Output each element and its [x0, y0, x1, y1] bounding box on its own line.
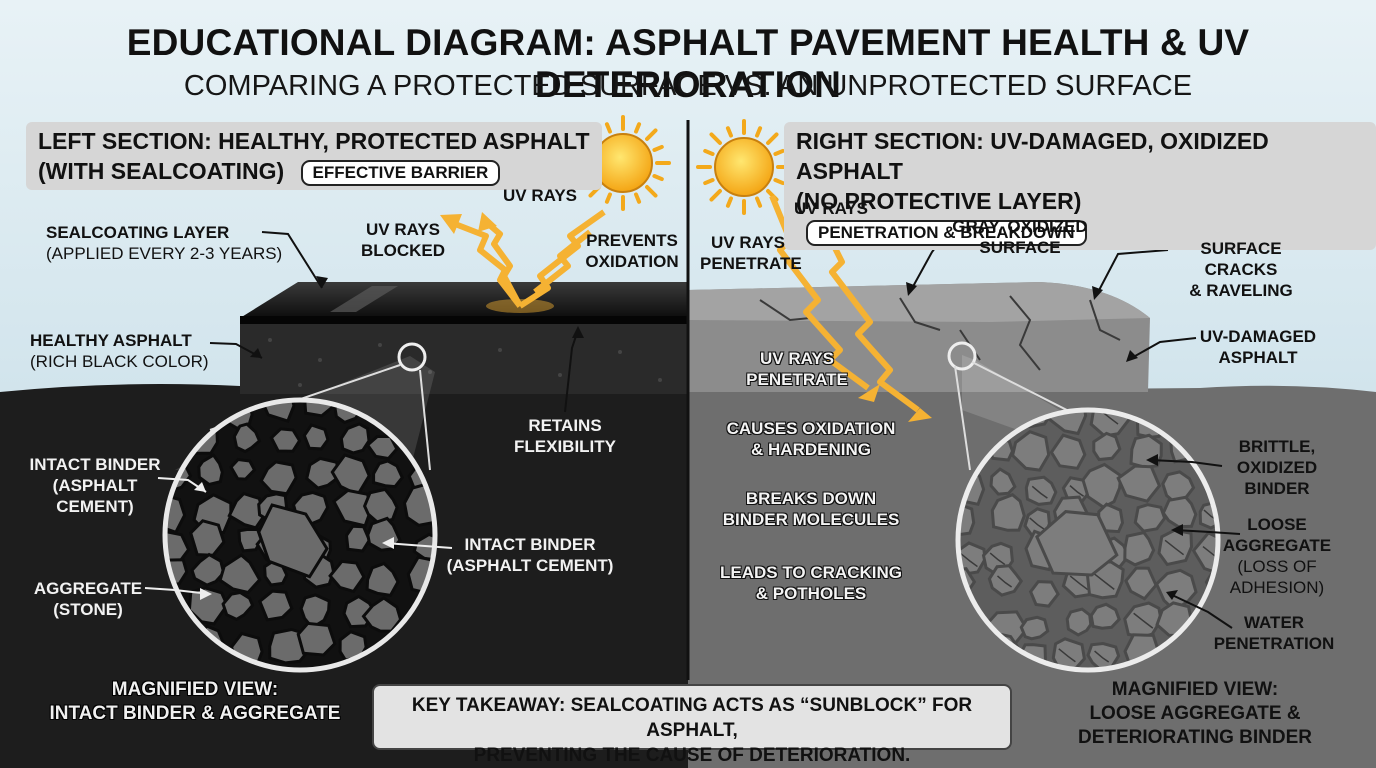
label-aggregate-stone: AGGREGATE(STONE)	[33, 579, 143, 619]
sealcoating-layer	[240, 282, 688, 318]
page-subtitle: COMPARING A PROTECTED SURFACE VS. AN UNP…	[183, 70, 1193, 102]
label-surface-cracks: SURFACE CRACKS& RAVELING	[1189, 239, 1293, 300]
left-section-heading: LEFT SECTION: HEALTHY, PROTECTED ASPHALT…	[26, 122, 602, 190]
magnified-view-right-caption: MAGNIFIED VIEW:LOOSE AGGREGATE &DETERIOR…	[1078, 679, 1312, 748]
right-heading-line2: (NO PROTECTIVE LAYER)	[796, 188, 1082, 214]
magnifier-line-right-a	[954, 365, 971, 471]
key-takeaway-box: KEY TAKEAWAY: SEALCOATING ACTS AS “SUNBL…	[372, 684, 1012, 766]
right-heading-line1: RIGHT SECTION: UV-DAMAGED, OXIDIZED ASPH…	[796, 128, 1269, 184]
magnifier-spot-left	[397, 342, 427, 372]
label-healthy-asphalt: HEALTHY ASPHALT(RICH BLACK COLOR)	[30, 331, 209, 371]
key-takeaway-line1: KEY TAKEAWAY: SEALCOATING ACTS AS “SUNBL…	[411, 695, 973, 741]
sealcoating-edge	[240, 316, 688, 324]
uv-arrowhead-right-2	[908, 408, 932, 422]
sun-icon-right	[696, 119, 792, 215]
label-sealcoating-layer: SEALCOATING LAYER(APPLIED EVERY 2-3 YEAR…	[46, 223, 283, 263]
uv-arrowhead-left-2	[478, 212, 497, 232]
magnifier-line-left-b	[419, 369, 431, 471]
label-uv-rays-right: UV RAYS	[794, 199, 869, 218]
key-takeaway-line2: PREVENTING THE CAUSE OF DETERIORATION.	[473, 745, 911, 766]
magnified-view-left-caption: MAGNIFIED VIEW:INTACT BINDER & AGGREGATE	[49, 679, 341, 724]
right-section-heading: RIGHT SECTION: UV-DAMAGED, OXIDIZED ASPH…	[784, 122, 1376, 250]
uv-arrowhead-left-1	[440, 214, 462, 234]
uv-rays-blocked	[448, 209, 606, 309]
uv-arrowhead-right-1	[858, 384, 880, 402]
label-leads-to-cracking: LEADS TO CRACKING& POTHOLES	[720, 563, 902, 603]
label-uv-rays-left: UV RAYS	[503, 186, 578, 205]
leader-arrowheads	[194, 276, 1183, 600]
left-heading-line2: (WITH SEALCOATING)	[38, 158, 285, 184]
page-title: EDUCATIONAL DIAGRAM: ASPHALT PAVEMENT HE…	[126, 22, 1250, 105]
left-heading-line1: LEFT SECTION: HEALTHY, PROTECTED ASPHALT	[38, 128, 590, 154]
uv-impact-glow	[486, 299, 554, 313]
right-heading-line2-row: (NO PROTECTIVE LAYER) PENETRATION & BREA…	[796, 186, 1364, 246]
left-heading-line2-row: (WITH SEALCOATING) EFFECTIVE BARRIER	[38, 156, 590, 186]
sealcoat-shine	[330, 286, 398, 312]
asphalt-texture-left	[268, 338, 662, 387]
healthy-asphalt-slab	[240, 318, 688, 394]
label-causes-oxidation: CAUSES OXIDATION& HARDENING	[726, 419, 896, 459]
penetration-breakdown-badge: PENETRATION & BREAKDOWN	[806, 219, 1087, 246]
effective-barrier-badge: EFFECTIVE BARRIER	[300, 159, 501, 186]
label-intact-binder-right: INTACT BINDER(ASPHALT CEMENT)	[446, 535, 614, 575]
magnifier-spot-right	[947, 341, 977, 371]
